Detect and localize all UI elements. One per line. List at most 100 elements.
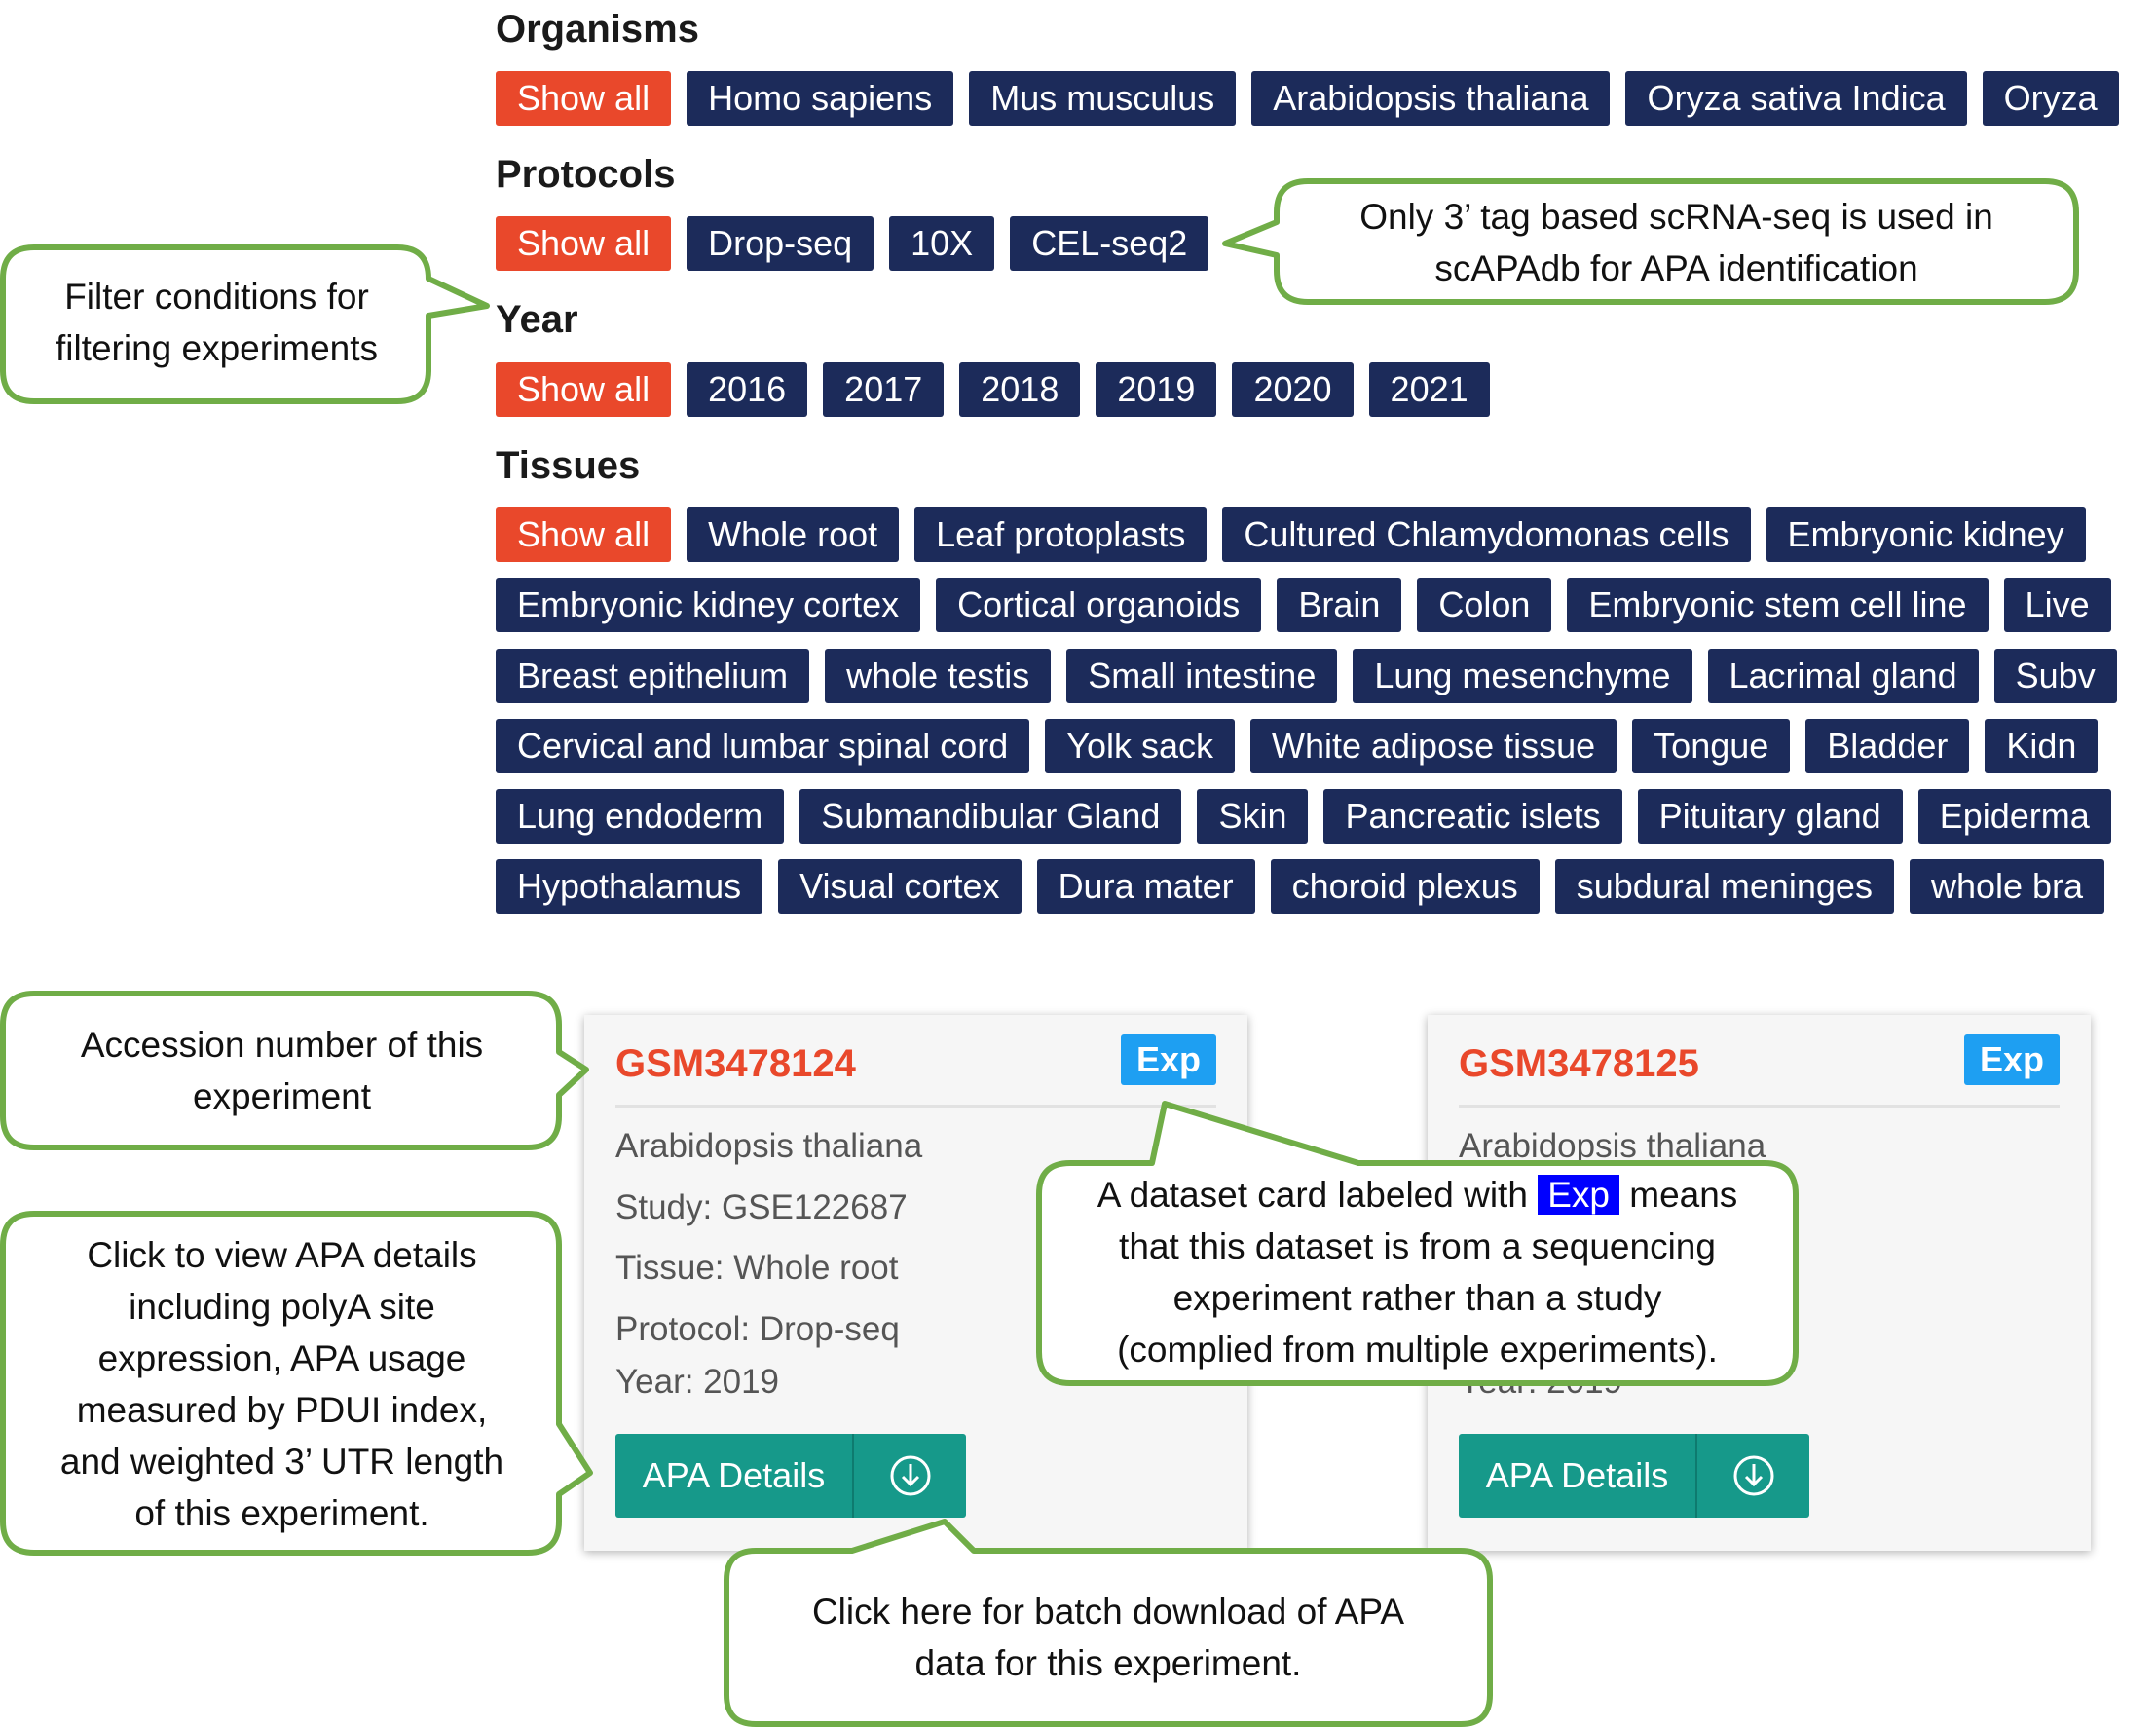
- tissue-chip[interactable]: Submandibular Gland: [799, 789, 1182, 844]
- protocols-title: Protocols: [496, 153, 676, 196]
- apa-details-button[interactable]: APA Details: [1459, 1434, 1697, 1518]
- callout-exp-text: means: [1629, 1175, 1738, 1215]
- tissue-chip[interactable]: Bladder: [1805, 719, 1970, 773]
- callout-apa-line: Click to view APA details: [87, 1235, 477, 1275]
- organism-chip-mus-musculus[interactable]: Mus musculus: [969, 71, 1237, 126]
- callout-filter: Filter conditions for filtering experime…: [5, 271, 428, 374]
- card-protocol: Protocol: Drop-seq: [615, 1310, 900, 1348]
- callout-apa: Click to view APA details including poly…: [5, 1229, 559, 1539]
- card-tissue: Tissue: Whole root: [615, 1249, 899, 1287]
- callout-download-line: data for this experiment.: [914, 1643, 1302, 1683]
- card-year: Year: 2019: [615, 1363, 780, 1401]
- tissues-chips-row-6: Hypothalamus Visual cortex Dura mater ch…: [496, 859, 2156, 914]
- tissue-chip[interactable]: choroid plexus: [1270, 859, 1540, 914]
- tissue-chip[interactable]: Kidn: [1985, 719, 2099, 773]
- callout-apa-line: and weighted 3’ UTR length: [59, 1442, 504, 1482]
- tissue-chip[interactable]: Whole root: [687, 507, 900, 562]
- callout-download: Click here for batch download of APA dat…: [726, 1586, 1490, 1689]
- year-chip-2021[interactable]: 2021: [1368, 362, 1490, 417]
- tissue-chip[interactable]: Brain: [1277, 578, 1402, 632]
- callout-apa-line: measured by PDUI index,: [76, 1390, 488, 1430]
- accession-link[interactable]: GSM3478124: [615, 1042, 856, 1085]
- organism-chip-oryza[interactable]: Oryza: [1982, 71, 2119, 126]
- tissues-chips-row-2: Embryonic kidney cortex Cortical organoi…: [496, 578, 2156, 632]
- tissue-chip[interactable]: Subv: [1993, 649, 2117, 703]
- tissue-chip[interactable]: Breast epithelium: [496, 649, 810, 703]
- year-chip-2017[interactable]: 2017: [823, 362, 945, 417]
- tissue-chip[interactable]: Embryonic kidney cortex: [496, 578, 921, 632]
- tissue-chip[interactable]: Lung endoderm: [496, 789, 785, 844]
- apa-details-button[interactable]: APA Details: [615, 1434, 854, 1518]
- organism-chip-show-all[interactable]: Show all: [496, 71, 672, 126]
- callout-exp-line: A dataset card labeled with Exp means: [1039, 1169, 1796, 1221]
- year-chip-2019[interactable]: 2019: [1096, 362, 1217, 417]
- tissue-chip[interactable]: Visual cortex: [778, 859, 1022, 914]
- year-chip-2016[interactable]: 2016: [687, 362, 808, 417]
- download-button[interactable]: [854, 1434, 966, 1518]
- tissue-chip[interactable]: Embryonic stem cell line: [1567, 578, 1989, 632]
- tissue-chip[interactable]: Lung mesenchyme: [1353, 649, 1692, 703]
- card-organism: Arabidopsis thaliana: [615, 1127, 923, 1165]
- tissue-chip[interactable]: Cultured Chlamydomonas cells: [1222, 507, 1751, 562]
- organism-chip-homo-sapiens[interactable]: Homo sapiens: [687, 71, 954, 126]
- callout-exp-line: experiment rather than a study: [1172, 1278, 1662, 1318]
- tissue-chip[interactable]: whole testis: [825, 649, 1052, 703]
- download-circle-icon: [890, 1455, 930, 1496]
- organism-chip-oryza-indica[interactable]: Oryza sativa Indica: [1625, 71, 1967, 126]
- protocol-chip-show-all[interactable]: Show all: [496, 216, 672, 271]
- tissue-chip[interactable]: Cortical organoids: [936, 578, 1262, 632]
- year-title: Year: [496, 298, 578, 341]
- callout-filter-line: filtering experiments: [55, 328, 379, 368]
- tissue-chip[interactable]: Small intestine: [1066, 649, 1338, 703]
- year-chip-show-all[interactable]: Show all: [496, 362, 672, 417]
- year-chip-2018[interactable]: 2018: [959, 362, 1081, 417]
- exp-badge: Exp: [1963, 1034, 2060, 1085]
- callout-accession-line: experiment: [192, 1076, 372, 1116]
- organisms-chips: Show all Homo sapiens Mus musculus Arabi…: [496, 71, 2156, 126]
- tissue-chip[interactable]: Pancreatic islets: [1323, 789, 1622, 844]
- apa-details-button-group: APA Details: [615, 1434, 966, 1518]
- tissues-chips-row-5: Lung endoderm Submandibular Gland Skin P…: [496, 789, 2156, 844]
- download-button[interactable]: [1697, 1434, 1809, 1518]
- tissue-chip[interactable]: Yolk sack: [1045, 719, 1235, 773]
- tissues-chips-row-1: Show all Whole root Leaf protoplasts Cul…: [496, 507, 2156, 562]
- tissue-chip[interactable]: Hypothalamus: [496, 859, 763, 914]
- tissues-chips-row-4: Cervical and lumbar spinal cord Yolk sac…: [496, 719, 2156, 773]
- tissue-chip-show-all[interactable]: Show all: [496, 507, 672, 562]
- year-chip-2020[interactable]: 2020: [1232, 362, 1354, 417]
- callout-exp-line: (complied from multiple experiments).: [1117, 1330, 1718, 1370]
- tissue-chip[interactable]: Cervical and lumbar spinal cord: [496, 719, 1030, 773]
- callout-protocol-line: scAPAdb for APA identification: [1434, 248, 1918, 288]
- tissues-chips-row-3: Breast epithelium whole testis Small int…: [496, 649, 2156, 703]
- tissue-chip[interactable]: Dura mater: [1036, 859, 1255, 914]
- protocol-chip-cel-seq2[interactable]: CEL-seq2: [1010, 216, 1209, 271]
- tissue-chip[interactable]: Skin: [1197, 789, 1309, 844]
- tissue-chip[interactable]: whole bra: [1909, 859, 2105, 914]
- year-chips: Show all 2016 2017 2018 2019 2020 2021: [496, 362, 2156, 417]
- organisms-title: Organisms: [496, 8, 699, 51]
- apa-details-button-group: APA Details: [1459, 1434, 1809, 1518]
- tissue-chip[interactable]: Colon: [1417, 578, 1552, 632]
- tissue-chip[interactable]: White adipose tissue: [1249, 719, 1617, 773]
- download-circle-icon: [1733, 1455, 1773, 1496]
- tissue-chip[interactable]: Live: [2003, 578, 2111, 632]
- card-study: Study: GSE122687: [615, 1188, 908, 1226]
- callout-exp-line: that this dataset is from a sequencing: [1119, 1226, 1716, 1266]
- tissue-chip[interactable]: Tongue: [1632, 719, 1791, 773]
- protocol-chip-10x[interactable]: 10X: [889, 216, 995, 271]
- tissue-chip[interactable]: Lacrimal gland: [1707, 649, 1979, 703]
- tissue-chip[interactable]: Pituitary gland: [1637, 789, 1903, 844]
- organism-chip-arabidopsis[interactable]: Arabidopsis thaliana: [1251, 71, 1611, 126]
- exp-badge: Exp: [1120, 1034, 1216, 1085]
- protocol-chip-drop-seq[interactable]: Drop-seq: [687, 216, 874, 271]
- tissue-chip[interactable]: Leaf protoplasts: [914, 507, 1208, 562]
- protocols-chips: Show all Drop-seq 10X CEL-seq2: [496, 216, 2156, 271]
- callout-accession-line: Accession number of this: [80, 1025, 484, 1065]
- tissue-chip[interactable]: subdural meninges: [1554, 859, 1894, 914]
- card-organism: Arabidopsis thaliana: [1459, 1127, 1766, 1165]
- callout-protocol: Only 3’ tag based scRNA-seq is used in s…: [1277, 191, 2076, 294]
- tissue-chip[interactable]: Embryonic kidney: [1766, 507, 2086, 562]
- callout-apa-line: of this experiment.: [134, 1493, 429, 1533]
- accession-link[interactable]: GSM3478125: [1459, 1042, 1699, 1085]
- tissue-chip[interactable]: Epiderma: [1917, 789, 2111, 844]
